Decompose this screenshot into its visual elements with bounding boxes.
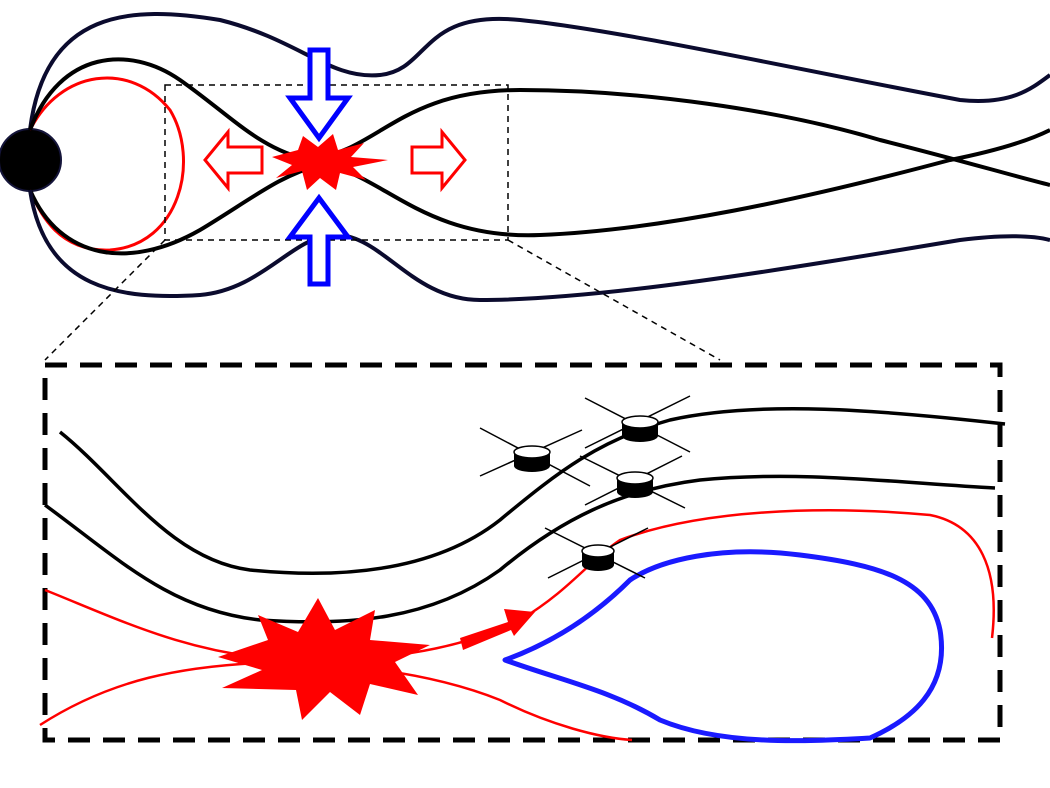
field-line-outer-top [28, 12, 1050, 131]
plasmoid-boundary [502, 549, 944, 744]
zoomed-reconnected-line-upper [44, 509, 995, 662]
field-line-inner-top [28, 57, 1050, 187]
overview-panel [0, 12, 1050, 361]
field-line-outer-bottom [28, 189, 1050, 303]
spacecraft-icon [579, 455, 686, 509]
explosion-icon [272, 134, 388, 190]
inflow-arrow-bottom-icon [285, 193, 353, 287]
outflow-arrow-icon [460, 609, 535, 650]
spacecraft-icon [479, 427, 591, 487]
outflow-arrow-left-icon [203, 127, 264, 193]
outflow-arrow-right-icon [410, 127, 467, 193]
spacecraft-icon [584, 395, 691, 453]
field-line-inner-bottom [28, 128, 1050, 256]
zoom-connector-right [507, 239, 721, 361]
explosion-icon [218, 598, 430, 720]
zoom-connector-left [44, 239, 166, 361]
zoom-region [164, 84, 509, 241]
zoomed-field-line-lower [43, 474, 996, 624]
spacecraft-icon [544, 527, 649, 579]
zoomed-panel [39, 362, 1006, 744]
inflow-arrow-top-icon [285, 47, 353, 143]
planet-icon [0, 128, 62, 192]
zoomed-field-line-upper [58, 407, 1006, 576]
